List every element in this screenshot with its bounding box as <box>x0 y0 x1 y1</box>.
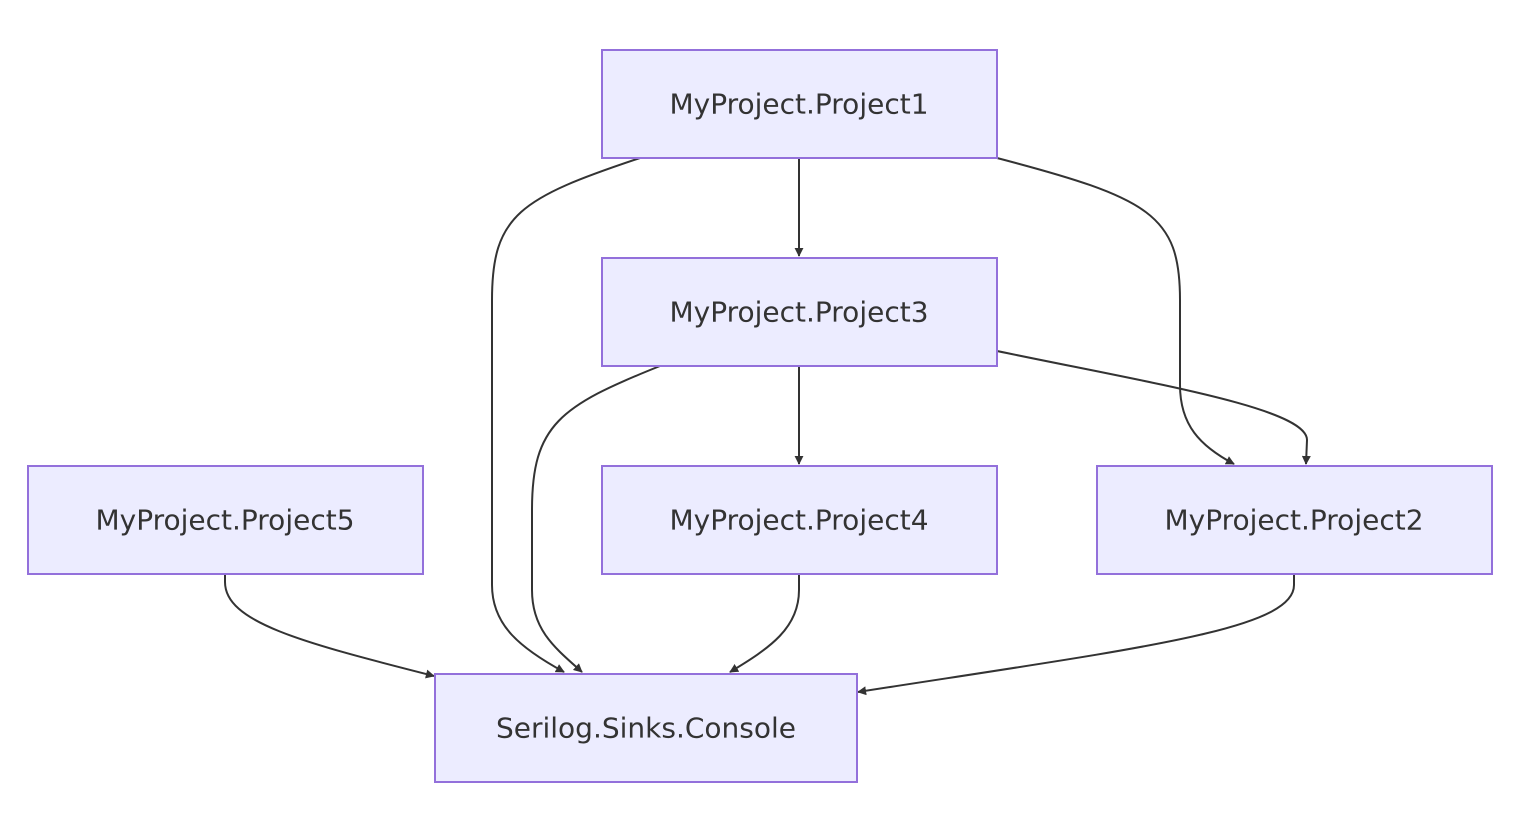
node-project1-label: MyProject.Project1 <box>669 88 928 121</box>
node-project5[interactable]: MyProject.Project5 <box>27 465 424 575</box>
node-project2-box <box>1096 465 1493 575</box>
node-project1-box <box>601 49 998 159</box>
node-serilog-sinks-console-box <box>434 673 858 783</box>
node-serilog-sinks-console-label: Serilog.Sinks.Console <box>496 712 796 745</box>
node-project5-label: MyProject.Project5 <box>95 504 354 537</box>
edge-project5-to-console <box>224 574 435 679</box>
node-project2-label: MyProject.Project2 <box>1164 504 1423 537</box>
node-project3-label: MyProject.Project3 <box>669 296 928 329</box>
node-project5-box <box>27 465 424 575</box>
node-project4-label: MyProject.Project4 <box>669 504 928 537</box>
edge-project4-to-console <box>729 574 800 673</box>
node-project4[interactable]: MyProject.Project4 <box>601 465 998 575</box>
node-project2[interactable]: MyProject.Project2 <box>1096 465 1493 575</box>
node-project3[interactable]: MyProject.Project3 <box>601 257 998 367</box>
edge-project2-to-console <box>857 574 1295 696</box>
node-project1[interactable]: MyProject.Project1 <box>601 49 998 159</box>
edge-project1-to-project2 <box>996 157 1235 465</box>
node-project4-box <box>601 465 998 575</box>
edge-project3-to-project2 <box>996 350 1311 465</box>
node-serilog-sinks-console[interactable]: Serilog.Sinks.Console <box>434 673 858 783</box>
edges <box>224 157 1311 696</box>
edge-project3-to-console <box>531 365 661 673</box>
node-project3-box <box>601 257 998 367</box>
edge-project1-to-console <box>491 157 641 673</box>
nodes: MyProject.Project1 MyProject.Project3 My… <box>27 49 1493 783</box>
